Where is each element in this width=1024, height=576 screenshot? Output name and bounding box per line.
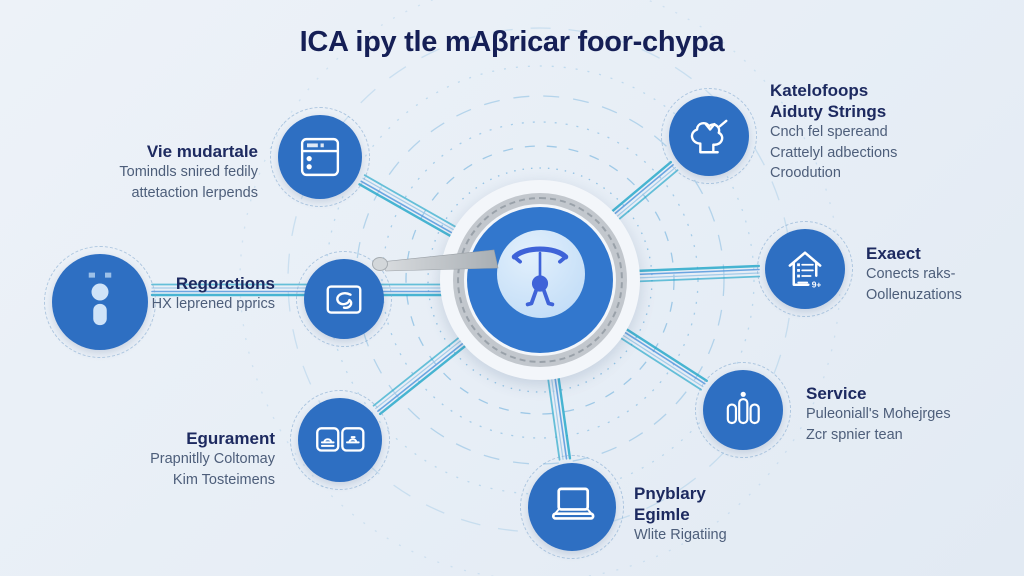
- label-heading: Egurament: [186, 429, 275, 448]
- server-icon: [300, 137, 340, 177]
- svg-text:9+: 9+: [812, 280, 822, 290]
- node-bottom-right: [695, 362, 791, 458]
- label-mid-right: Exaect Conects raks- Oollenuzations: [866, 243, 962, 305]
- label-top-right: Katelofoops Aiduty Strings Cnch fel sper…: [770, 80, 897, 184]
- chef-hat-icon: [690, 119, 728, 154]
- label-line: Croodution: [770, 165, 841, 181]
- label-heading: Aiduty Strings: [770, 102, 887, 121]
- node-far-left: [44, 246, 156, 358]
- label-line: Conects raks-: [866, 266, 956, 282]
- label-line: Oollenuzations: [866, 286, 962, 303]
- label-top-left: Vie mudartale Tomindls snired fedily att…: [60, 141, 258, 203]
- label-line: Tomindls snired fedily: [119, 164, 258, 180]
- label-line: Kim Tosteimens: [172, 471, 275, 488]
- node-bottom-center: [520, 455, 624, 559]
- label-heading: Regorctions: [175, 274, 275, 293]
- label-heading: Vie mudartale: [146, 142, 258, 161]
- appliance-pair-icon: [316, 427, 365, 452]
- label-line: Puleoniall's Mohejrges: [806, 406, 951, 422]
- hub-tick-ring: [457, 197, 623, 363]
- label-line: Prapnitlly Coltomay: [150, 451, 275, 467]
- node-top-left: [270, 107, 370, 207]
- label-line: HX leprened pprics: [151, 296, 275, 312]
- label-mid-left: Regorctions HX leprened pprics: [95, 273, 275, 315]
- page-title: ICA ipy tle mAβricar foor-chypa: [299, 26, 725, 58]
- label-bottom-left: Egurament Prapnitlly Coltomay Kim Tostei…: [95, 428, 275, 490]
- squiggle-board-icon: [326, 285, 362, 314]
- node-top-right: [661, 88, 757, 184]
- label-heading: Katelofoops: [770, 81, 869, 100]
- label-heading: Service: [806, 384, 867, 403]
- label-line: Zcr spnier tean: [806, 426, 903, 443]
- laptop-icon: [551, 487, 595, 520]
- label-bottom-right: Service Puleoniall's Mohejrges Zcr spnie…: [806, 383, 951, 445]
- central-hub: [440, 180, 640, 380]
- node-mid-right: 9+: [757, 221, 853, 317]
- label-bottom-center: Pnyblary Egimle Wlite Rigatiing: [634, 483, 727, 546]
- label-line: Wlite Rigatiing: [634, 527, 727, 543]
- label-line: attetaction lerpends: [131, 184, 258, 201]
- node-bottom-left: [290, 390, 390, 490]
- label-heading: Pnyblary: [634, 484, 706, 503]
- drone-figure-icon: [511, 246, 569, 307]
- people-columns-icon: [726, 391, 760, 425]
- house-checklist-icon: 9+: [788, 251, 822, 290]
- node-mid-left: [296, 251, 392, 347]
- label-line: Cnch fel spereand: [770, 124, 888, 140]
- label-heading: Egimle: [634, 505, 690, 524]
- label-line: Crattelyl adbections: [770, 144, 898, 161]
- label-heading: Exaect: [866, 244, 921, 263]
